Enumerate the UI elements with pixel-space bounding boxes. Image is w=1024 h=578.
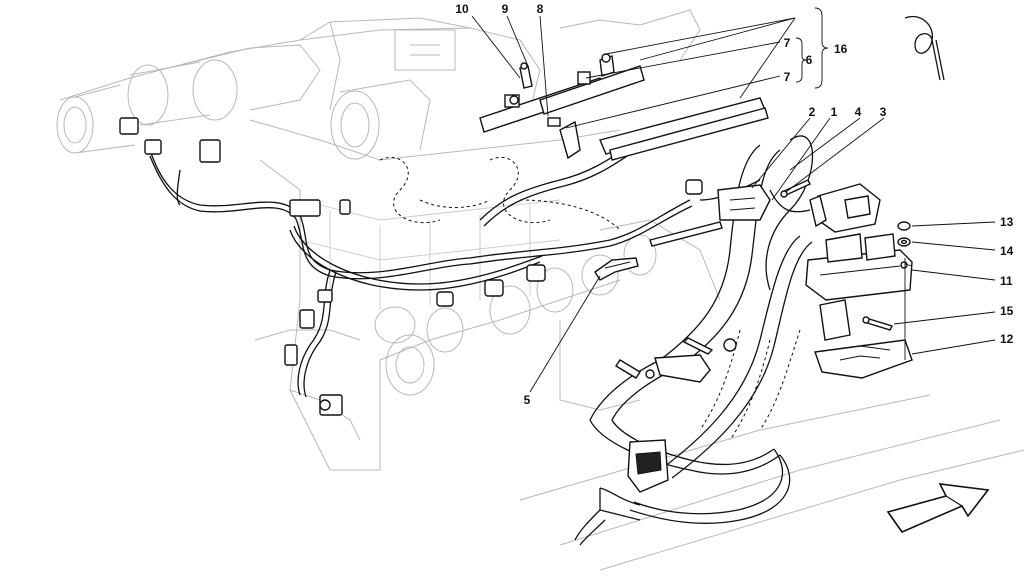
- callout-8: 8: [537, 2, 544, 16]
- callout-16: 16: [834, 42, 848, 56]
- fixing-screw: [780, 179, 811, 198]
- fuel-rail-rear: [599, 97, 769, 161]
- callout-7-lower: 7: [784, 70, 791, 84]
- front-direction-arrow-icon: [886, 483, 990, 533]
- fuel-rail-front: [479, 65, 645, 133]
- callout-1: 1: [831, 105, 838, 119]
- washer: [897, 237, 911, 247]
- callout-6: 6: [806, 53, 813, 67]
- callout-9: 9: [502, 2, 509, 16]
- callout-7-upper: 7: [784, 36, 791, 50]
- callout-11: 11: [1000, 274, 1013, 288]
- callout-2: 2: [809, 105, 816, 119]
- callout-labels: 10 9 8 7 7 6 16 2 1 4 3 13 14 11 15 12 5: [455, 2, 1013, 407]
- callout-15: 15: [1000, 304, 1014, 318]
- ground-cable: [615, 337, 737, 383]
- injector-connectors: [119, 117, 703, 416]
- ecu-harness-connector: [809, 183, 881, 233]
- ecu-support-bracket: [814, 299, 913, 379]
- callout-4: 4: [855, 105, 862, 119]
- fuel-injectors: [509, 53, 615, 160]
- spark-plug: [594, 257, 639, 281]
- leader-lines: [471, 7, 996, 393]
- callout-10: 10: [455, 2, 469, 16]
- nut: [897, 221, 911, 231]
- callout-13: 13: [1000, 215, 1014, 229]
- harness-clamp: [649, 184, 771, 247]
- callout-5: 5: [524, 393, 531, 407]
- wiring-harness: [149, 139, 811, 398]
- callout-3: 3: [880, 105, 887, 119]
- lower-harness-connector: [627, 439, 669, 493]
- engine-control-unit: [805, 233, 913, 301]
- callout-14: 14: [1000, 244, 1014, 258]
- cable-tie: [904, 15, 945, 81]
- callout-12: 12: [1000, 332, 1014, 346]
- ecu-bracket-screw: [862, 316, 893, 331]
